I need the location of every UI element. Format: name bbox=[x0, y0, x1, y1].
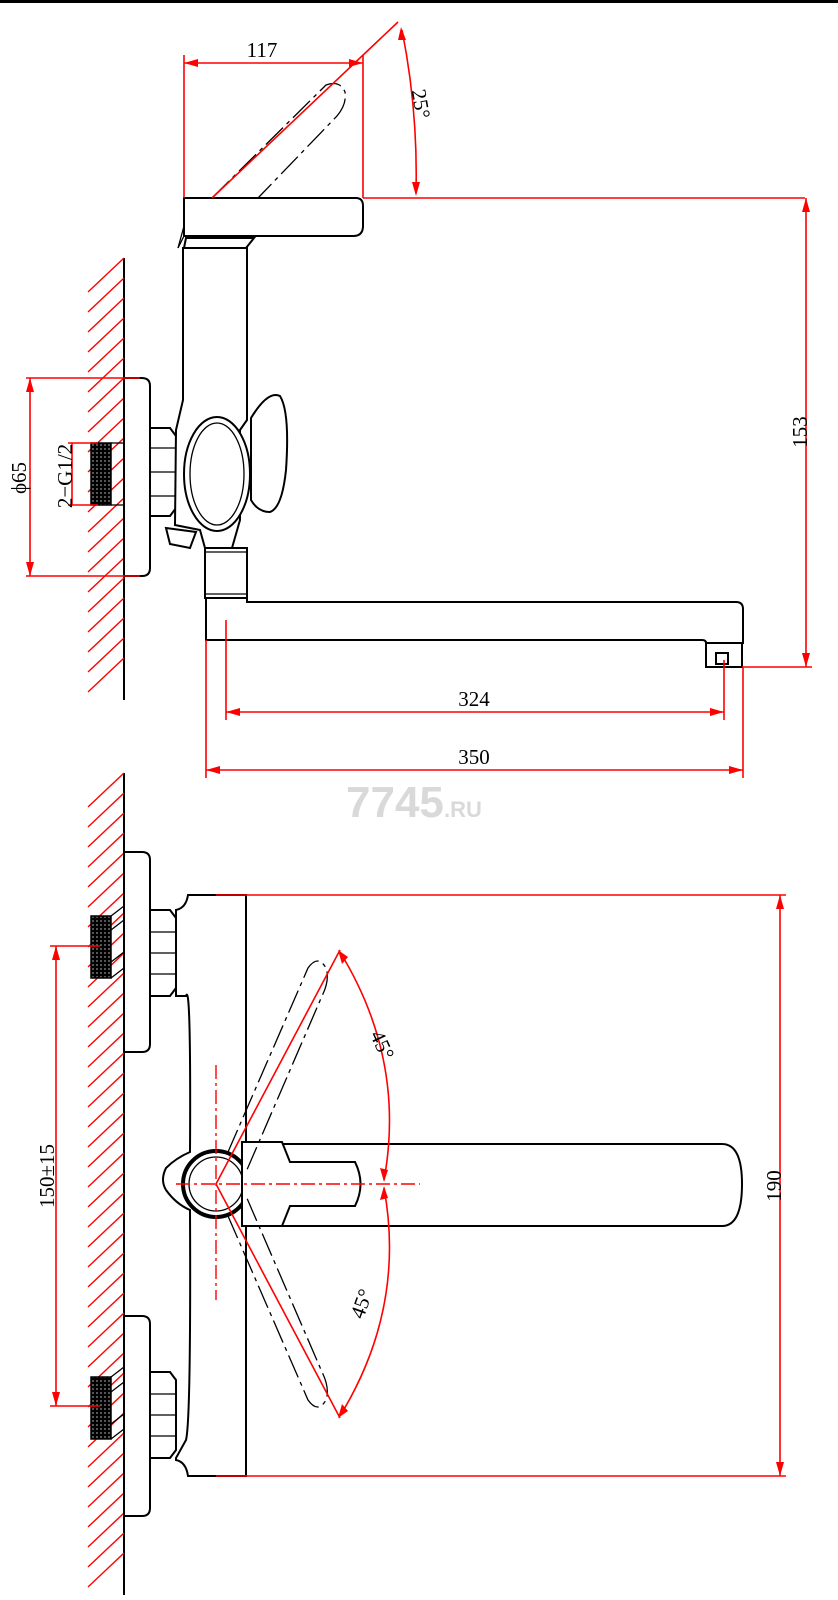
spout bbox=[205, 597, 744, 644]
hatch-line bbox=[87, 1132, 125, 1168]
hatch-line bbox=[87, 617, 125, 653]
spout-reach-label: 324 bbox=[458, 687, 490, 711]
lever-tilt-ghost bbox=[211, 82, 346, 199]
hatch-line bbox=[87, 257, 125, 293]
hatch-line bbox=[87, 1112, 125, 1148]
diverter-knob bbox=[250, 394, 289, 514]
hatch-line bbox=[87, 357, 125, 393]
inlet-spacing-label: 150±15 bbox=[35, 1144, 59, 1208]
hatch-line bbox=[87, 1052, 125, 1088]
hatch-line bbox=[87, 872, 125, 908]
lever-ghost-upper bbox=[227, 960, 328, 1173]
height-label: 153 bbox=[788, 416, 812, 448]
hatch-line bbox=[87, 1092, 125, 1128]
hatch-line bbox=[87, 657, 125, 693]
watermark: 7745 .RU bbox=[346, 778, 482, 827]
body-width-label: 190 bbox=[762, 1170, 786, 1202]
hatch-line bbox=[87, 537, 125, 573]
hatch-line bbox=[87, 597, 125, 633]
flange-diameter-label: ϕ65 bbox=[7, 462, 31, 494]
hatch-line bbox=[87, 972, 125, 1008]
hatch-line bbox=[87, 1532, 125, 1568]
hatch-line bbox=[87, 1192, 125, 1228]
watermark-main: 7745 bbox=[346, 778, 444, 827]
handle-tilt-label: 25° bbox=[407, 87, 436, 120]
hatch-line bbox=[87, 852, 125, 888]
dim-body-width bbox=[216, 894, 786, 1477]
hatch-line bbox=[87, 1512, 125, 1548]
watermark-suffix: .RU bbox=[444, 797, 482, 822]
lever-handle bbox=[183, 197, 364, 237]
hatch-line bbox=[87, 297, 125, 333]
hatch-line bbox=[87, 1452, 125, 1488]
hatch-line bbox=[87, 772, 125, 808]
hatch-line bbox=[87, 337, 125, 373]
dim-connection bbox=[68, 442, 98, 506]
rotation-upper-label: 45° bbox=[365, 1027, 399, 1064]
lower-flange bbox=[123, 1315, 151, 1517]
top-view: 45° 45° 150±15 190 bbox=[35, 772, 786, 1595]
hatch-line bbox=[87, 1032, 125, 1068]
wall-flange bbox=[123, 377, 151, 577]
top-spout bbox=[245, 1143, 744, 1227]
hatch-line bbox=[87, 1072, 125, 1108]
hatch-line bbox=[87, 497, 125, 533]
rotation-lower-label: 45° bbox=[345, 1286, 378, 1322]
hatch-line bbox=[87, 1552, 125, 1588]
hatch-line bbox=[87, 832, 125, 868]
side-view: 117 25° 153 ϕ65 bbox=[7, 21, 812, 778]
hatch-line bbox=[87, 1492, 125, 1528]
lever-ghost-lower bbox=[227, 1195, 328, 1408]
inlet-thread bbox=[90, 442, 112, 506]
upper-inlet-thread bbox=[90, 915, 112, 979]
hatch-line bbox=[87, 1172, 125, 1208]
dim-height bbox=[742, 198, 812, 668]
hatch-line bbox=[87, 1252, 125, 1288]
hatch-line bbox=[87, 1272, 125, 1308]
wall-hatching-lower bbox=[87, 772, 125, 1595]
handle-length-label: 117 bbox=[247, 38, 278, 62]
hatch-line bbox=[87, 1232, 125, 1268]
dim-inlet-spacing bbox=[50, 945, 100, 1407]
hatch-line bbox=[87, 812, 125, 848]
hatch-line bbox=[87, 1152, 125, 1188]
dim-spout-length bbox=[205, 640, 744, 778]
spout-length-label: 350 bbox=[458, 745, 490, 769]
upper-flange bbox=[123, 851, 151, 1053]
dim-rotation bbox=[338, 950, 391, 1418]
dim-handle-tilt bbox=[211, 21, 805, 199]
dim-flange-diameter bbox=[26, 377, 140, 577]
hatch-line bbox=[87, 1012, 125, 1048]
hatch-line bbox=[87, 1432, 125, 1468]
hatch-line bbox=[87, 1312, 125, 1348]
hatch-line bbox=[87, 637, 125, 673]
hatch-line bbox=[87, 1212, 125, 1248]
hatch-line bbox=[87, 1332, 125, 1368]
hatch-line bbox=[87, 792, 125, 828]
hatch-line bbox=[87, 557, 125, 593]
hatch-line bbox=[87, 577, 125, 613]
hatch-line bbox=[87, 992, 125, 1028]
hatch-line bbox=[87, 317, 125, 353]
hatch-line bbox=[87, 277, 125, 313]
connection-label: 2−G1/2 bbox=[53, 444, 77, 508]
hatch-line bbox=[87, 397, 125, 433]
spout-collar bbox=[204, 547, 248, 599]
mixer-body bbox=[183, 416, 251, 532]
hatch-line bbox=[87, 1472, 125, 1508]
hatch-line bbox=[87, 377, 125, 413]
hatch-line bbox=[87, 1292, 125, 1328]
dim-handle-length bbox=[183, 55, 364, 198]
lower-inlet-thread bbox=[90, 1376, 112, 1440]
dim-spout-reach bbox=[225, 620, 725, 720]
hatch-line bbox=[87, 517, 125, 553]
